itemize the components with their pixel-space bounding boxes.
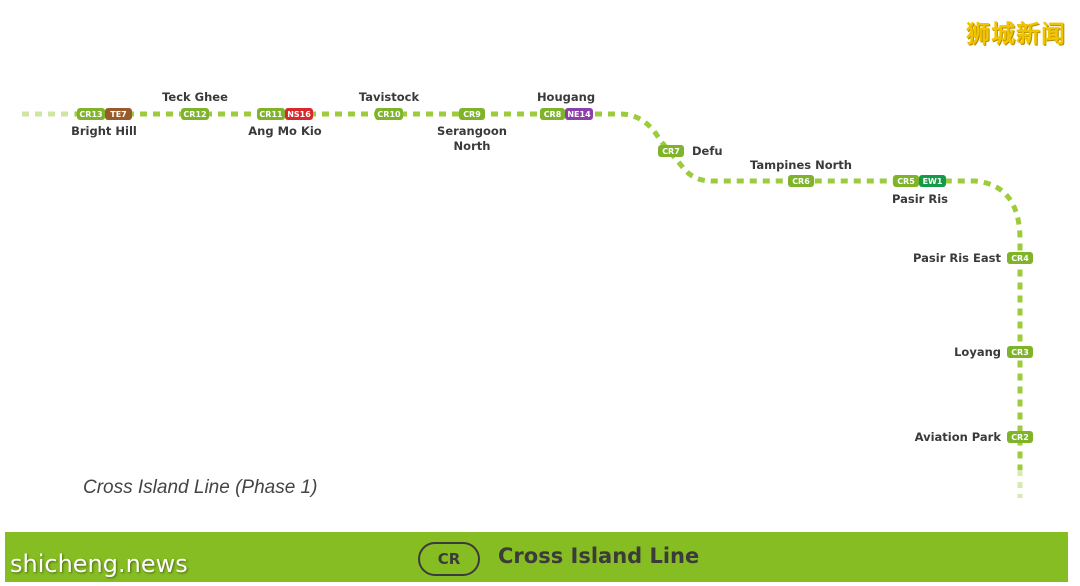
station-bright-hill[interactable]: CR13 TE7 Bright Hill	[71, 108, 137, 138]
station-code: CR13	[79, 110, 102, 119]
station-code: CR9	[463, 110, 481, 119]
interchange-code: TE7	[110, 110, 127, 119]
line-badge: CR	[418, 542, 480, 576]
station-hougang[interactable]: Hougang CR8 NE14	[537, 90, 595, 120]
station-code: CR3	[1011, 348, 1029, 357]
interchange-code: EW1	[923, 177, 943, 186]
station-name: Tampines North	[750, 158, 852, 172]
station-aviation-park[interactable]: CR2 Aviation Park	[915, 430, 1033, 444]
station-name: Pasir Ris East	[913, 251, 1001, 265]
station-code: CR7	[662, 147, 680, 156]
station-name-line1: Serangoon	[437, 124, 507, 138]
station-name: Hougang	[537, 90, 595, 104]
station-defu[interactable]: CR7 Defu	[658, 144, 723, 158]
station-name-line2: North	[454, 139, 491, 153]
station-code: CR10	[377, 110, 401, 119]
station-code: CR2	[1011, 433, 1029, 442]
station-loyang[interactable]: CR3 Loyang	[954, 345, 1033, 359]
station-serangoon-north[interactable]: CR9 Serangoon North	[437, 108, 507, 153]
station-ang-mo-kio[interactable]: CR11 NS16 Ang Mo Kio	[248, 108, 322, 138]
station-pasir-ris-east[interactable]: CR4 Pasir Ris East	[913, 251, 1033, 265]
station-code: CR11	[259, 110, 283, 119]
station-code: CR4	[1011, 254, 1029, 263]
station-name: Pasir Ris	[892, 192, 948, 206]
station-teck-ghee[interactable]: Teck Ghee CR12	[162, 90, 228, 120]
station-name: Tavistock	[359, 90, 420, 104]
station-name: Aviation Park	[915, 430, 1002, 444]
map-title: Cross Island Line (Phase 1)	[83, 477, 318, 498]
station-name: Teck Ghee	[162, 90, 228, 104]
station-pasir-ris[interactable]: CR5 EW1 Pasir Ris	[892, 175, 948, 206]
station-code: CR6	[792, 177, 810, 186]
station-code: CR8	[544, 110, 562, 119]
station-name: Bright Hill	[71, 124, 137, 138]
watermark-top: 狮城新闻	[966, 20, 1066, 48]
station-code: CR5	[897, 177, 915, 186]
station-name: Defu	[692, 144, 723, 158]
interchange-code: NS16	[287, 110, 311, 119]
station-tampines-north[interactable]: Tampines North CR6	[750, 158, 852, 187]
station-code: CR12	[183, 110, 206, 119]
line-name-bar	[5, 532, 1068, 582]
station-name: Loyang	[954, 345, 1001, 359]
watermark-bottom: shicheng.news	[10, 550, 188, 578]
interchange-code: NE14	[567, 110, 591, 119]
station-name: Ang Mo Kio	[248, 124, 322, 138]
line-name: Cross Island Line	[498, 544, 700, 568]
station-tavistock[interactable]: Tavistock CR10	[359, 90, 420, 120]
route-line	[75, 111, 1023, 470]
